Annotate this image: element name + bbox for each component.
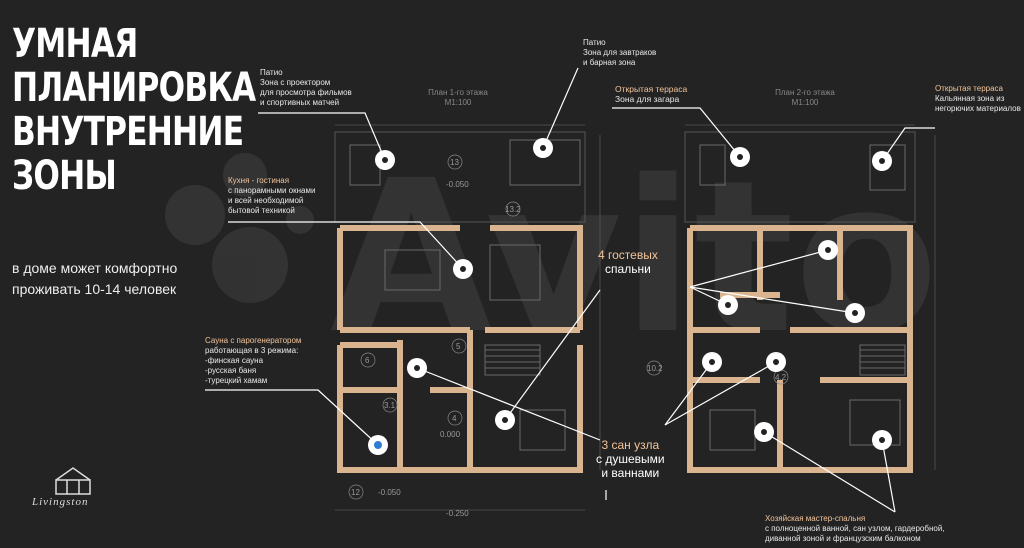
- logo-text: Livingston: [32, 496, 89, 508]
- marker-terrace-2: [872, 151, 892, 171]
- marker-patio-1: [375, 150, 395, 170]
- callout-patio-2: Патио Зона для завтраков и барная зона: [583, 38, 656, 68]
- level-mark: -0.250: [446, 509, 469, 518]
- marker-bedroom-3: [845, 303, 865, 323]
- callout-line: -финская сауна: [205, 356, 264, 365]
- marker-master-1: [754, 422, 774, 442]
- plan-2-label: План 2-го этажа М1:100: [765, 88, 845, 108]
- marker-bath-2: [702, 352, 722, 372]
- marker-master-2: [872, 430, 892, 450]
- room-num: 13: [450, 158, 459, 167]
- marker-bedroom-1: [818, 240, 838, 260]
- bathrooms-line: 3 сан узла: [601, 438, 660, 452]
- plan-2-title: План 2-го этажа: [775, 88, 835, 97]
- plan-1-scale: М1:100: [444, 98, 472, 107]
- room-num: 13.2: [505, 205, 521, 214]
- plan-1-title: План 1-го этажа: [428, 88, 488, 97]
- marker-patio-2: [533, 138, 553, 158]
- callout-line: и барная зона: [583, 58, 636, 67]
- title-line: ПЛАНИРОВКА: [12, 65, 256, 111]
- leader-lines: [205, 67, 935, 513]
- callout-heading: Открытая терраса: [615, 84, 688, 94]
- marker-bedroom-4: [495, 410, 515, 430]
- level-mark: 0.000: [440, 430, 461, 439]
- callout-heading: Кухня - гостиная: [228, 176, 290, 185]
- bathrooms-line: и ваннами: [601, 466, 660, 480]
- bedrooms-line: 4 гостевых: [598, 248, 658, 262]
- callout-kitchen: Кухня - гостиная с панорамными окнами и …: [228, 176, 315, 216]
- callout-heading: Открытая терраса: [935, 84, 1003, 93]
- bedrooms-line: спальни: [605, 262, 651, 276]
- level-mark: -0.050: [446, 180, 469, 189]
- callout-line: бытовой техникой: [228, 206, 295, 215]
- callout-heading: Хозяйская мастер-спальня: [765, 514, 866, 523]
- room-num: 3.1: [384, 401, 396, 410]
- room-num: 6: [365, 356, 370, 365]
- callout-heading: Патио: [260, 68, 283, 77]
- title-line: УМНАЯ: [12, 21, 138, 67]
- callout-line: для просмотра фильмов: [260, 88, 352, 97]
- room-num: 4.2: [775, 373, 787, 382]
- callout-line: Зона с проектором: [260, 78, 331, 87]
- room-num: 5: [456, 342, 461, 351]
- marker-bath-1: [407, 358, 427, 378]
- level-mark: -0.050: [378, 488, 401, 497]
- room-numbers-floor-1: [348, 154, 521, 500]
- house-logo-icon: [55, 467, 91, 495]
- callout-line: с панорамными окнами: [228, 186, 316, 195]
- callout-line: Кальянная зона из: [935, 94, 1005, 103]
- callout-line: работающая в 3 режима:: [205, 346, 299, 355]
- markers: [368, 138, 892, 455]
- plan-2-scale: М1:100: [791, 98, 819, 107]
- callout-heading: Патио: [583, 38, 606, 47]
- callout-master-bedroom: Хозяйская мастер-спальня с полноценной в…: [765, 514, 945, 544]
- plan-floor-2: 10.2 4.2: [646, 124, 936, 473]
- callout-line: негорючих материалов: [935, 104, 1021, 113]
- bathrooms-label: 3 сан узла с душевыми и ваннами: [596, 438, 665, 480]
- callout-line: и спортивных матчей: [260, 98, 340, 107]
- bedrooms-label: 4 гостевых спальни: [598, 248, 658, 276]
- callout-line: Зона для завтраков: [583, 48, 657, 57]
- room-num: 12: [351, 488, 360, 497]
- callout-line: и всей необходимой: [228, 196, 304, 205]
- marker-bath-3: [766, 352, 786, 372]
- room-num: 4: [452, 414, 457, 423]
- plan-1-label: План 1-го этажа М1:100: [418, 88, 498, 108]
- callout-terrace-2: Открытая терраса Кальянная зона из негор…: [935, 84, 1021, 114]
- callout-line: диванной зоной и французским балконом: [765, 534, 921, 543]
- subtitle-line: проживать 10-14 человек: [12, 281, 177, 297]
- callout-line: Зона для загара: [615, 94, 680, 104]
- callout-line: -русская баня: [205, 366, 257, 375]
- marker-bedroom-2: [718, 295, 738, 315]
- callout-line: с полноценной ванной, сан узлом, гардеро…: [765, 524, 945, 533]
- bathrooms-line: с душевыми: [596, 452, 665, 466]
- marker-kitchen: [453, 259, 473, 279]
- page-title: УМНАЯ ПЛАНИРОВКА ВНУТРЕННИЕ ЗОНЫ: [12, 21, 256, 199]
- marker-sauna: [368, 435, 388, 455]
- callout-terrace-1: Открытая терраса Зона для загара: [615, 84, 687, 104]
- callout-heading: Сауна с парогенератором: [205, 336, 302, 345]
- callout-line: -турецкий хамам: [205, 376, 268, 385]
- subtitle-line: в доме может комфортно: [12, 260, 178, 276]
- title-line: ЗОНЫ: [12, 153, 117, 199]
- plan-floor-1: 13 13.2 5 6 3.1 4 12 -0.050 0.000 -0.050…: [334, 124, 601, 518]
- room-num: 10.2: [647, 364, 663, 373]
- callout-patio-1: Патио Зона с проектором для просмотра фи…: [260, 68, 352, 108]
- title-line: ВНУТРЕННИЕ: [12, 109, 244, 155]
- subtitle: в доме может комфортно проживать 10-14 ч…: [12, 258, 177, 300]
- callout-sauna: Сауна с парогенератором работающая в 3 р…: [205, 336, 301, 386]
- marker-terrace-1: [730, 147, 750, 167]
